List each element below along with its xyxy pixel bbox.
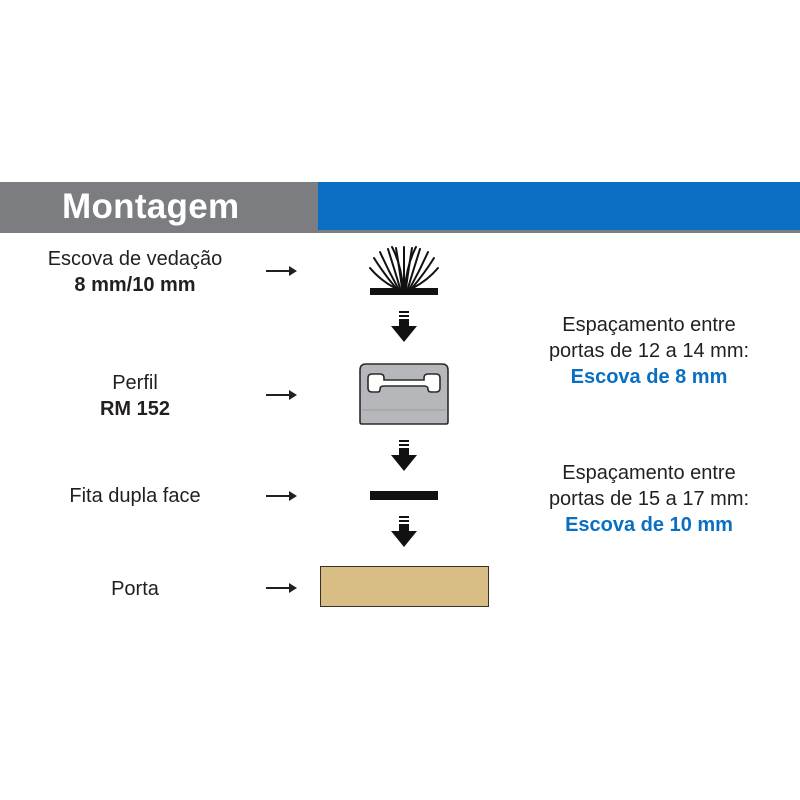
right-arrow-icon [266,491,297,501]
label-brush-name: Escova de vedação [47,248,223,270]
label-door: Porta [60,576,210,602]
header-grey-band [0,182,318,230]
note-2-line2: portas de 15 a 17 mm: [548,488,750,510]
label-profile-name: Perfil [112,372,158,394]
label-brush: Escova de vedação 8 mm/10 mm [20,246,250,298]
label-tape-name: Fita dupla face [69,485,201,507]
brush-strip-icon [369,246,439,295]
aluminium-profile-icon [359,363,449,425]
down-arrow-icon [391,311,417,342]
header-divider [0,230,800,233]
note-2-line1: Espaçamento entre [562,462,736,484]
note-2-highlight: Escova de 10 mm [565,514,733,536]
label-profile-code: RM 152 [99,398,171,420]
label-profile: Perfil RM 152 [60,370,210,422]
label-door-name: Porta [111,578,159,600]
right-arrow-icon [266,583,297,593]
page-title: Montagem [62,187,240,226]
right-arrow-icon [266,266,297,276]
down-arrow-icon [391,440,417,471]
note-1-line2: portas de 12 a 14 mm: [548,340,750,362]
right-arrow-icon [266,390,297,400]
note-spacing-10mm: Espaçamento entre portas de 15 a 17 mm: … [520,460,778,538]
header-blue-band [318,182,800,230]
door-panel-icon [320,566,489,607]
down-arrow-icon [391,516,417,547]
label-tape: Fita dupla face [30,483,240,509]
label-brush-size: 8 mm/10 mm [74,274,196,296]
double-sided-tape-icon [370,491,438,500]
note-1-highlight: Escova de 8 mm [570,366,728,388]
note-1-line1: Espaçamento entre [562,314,736,336]
note-spacing-8mm: Espaçamento entre portas de 12 a 14 mm: … [520,312,778,390]
